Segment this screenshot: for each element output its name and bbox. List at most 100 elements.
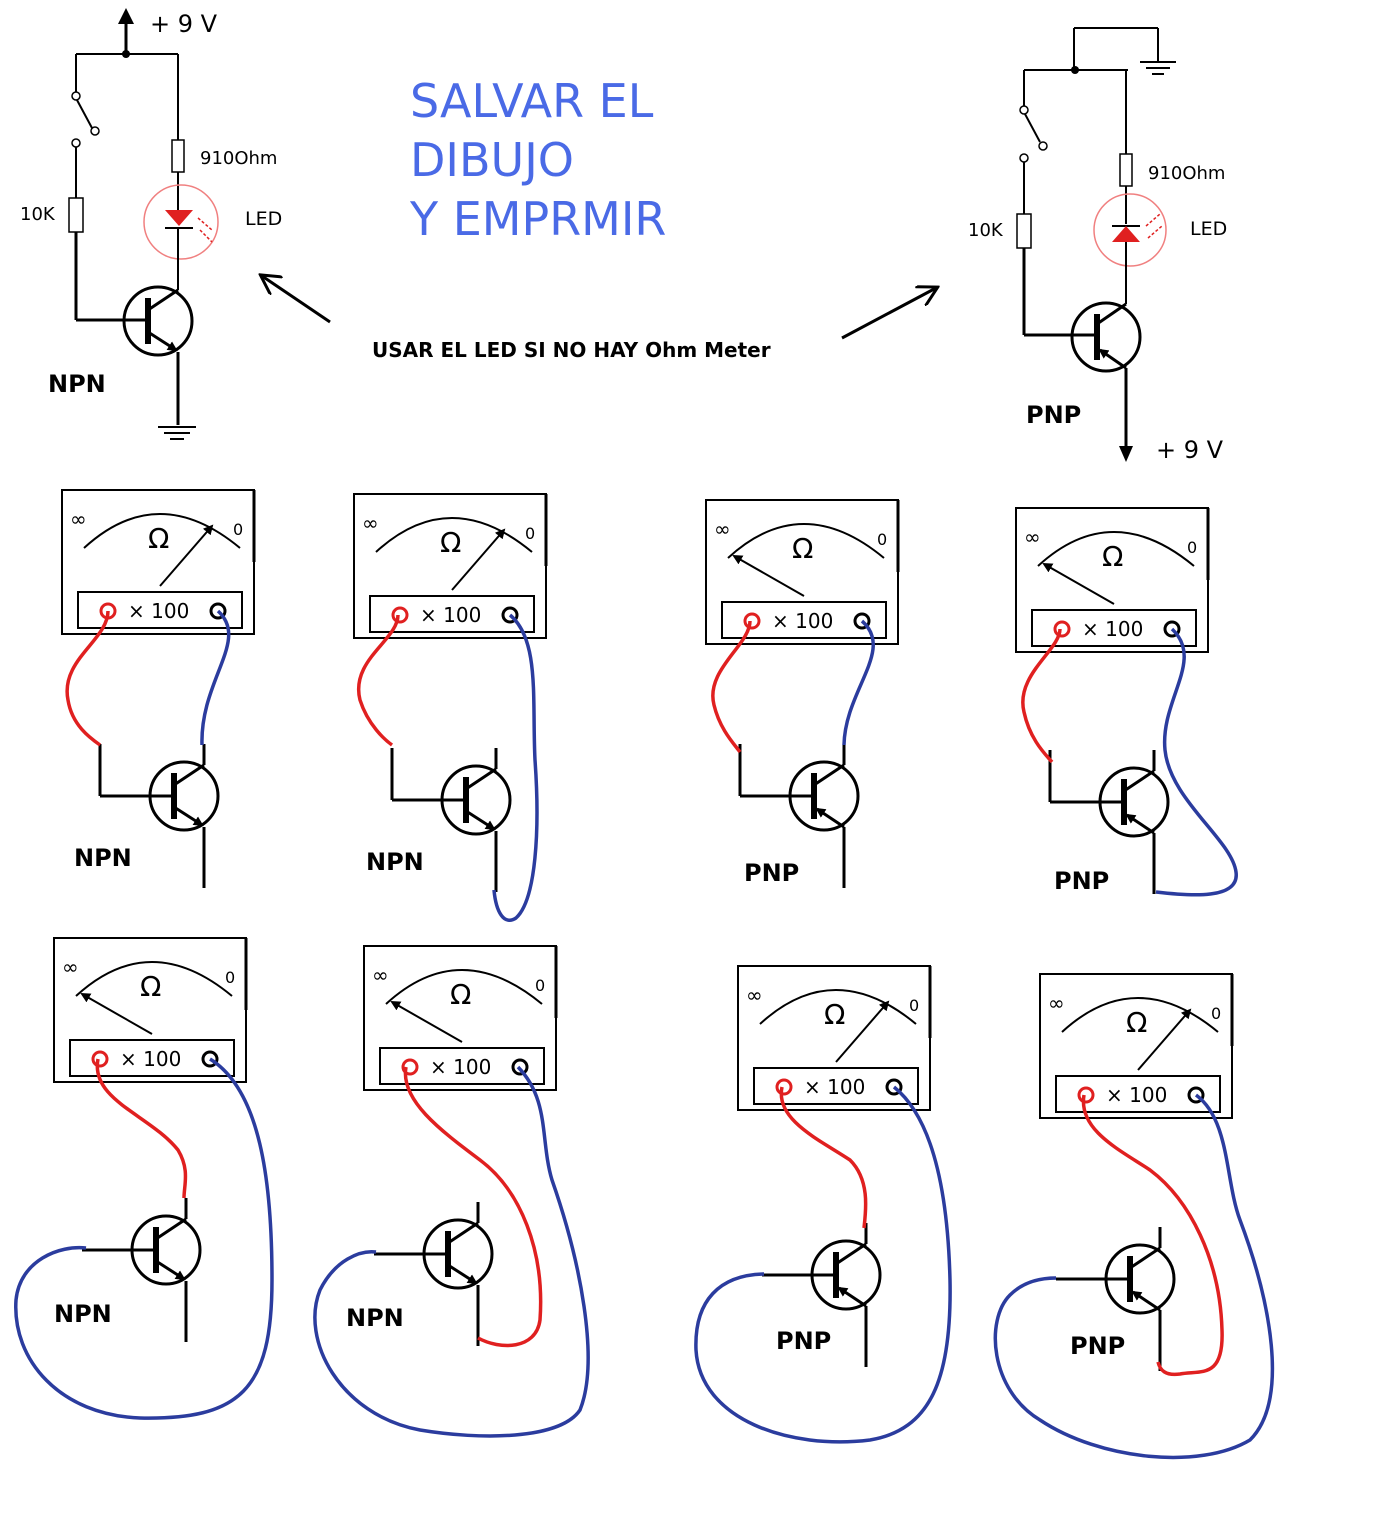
meter-terminal-black-icon: [501, 606, 519, 624]
note-arrow-right: [841, 288, 936, 340]
blue-test-lead: [1155, 627, 1238, 897]
meter-terminal-black-icon: [1187, 1086, 1205, 1104]
npn-supply-label: + 9 V: [150, 10, 218, 38]
meter-zero-mark: 0: [1211, 1004, 1221, 1023]
red-test-lead: [1081, 1094, 1224, 1377]
switch-icon: [71, 91, 81, 101]
npn-resistor-base-label: 10K: [20, 204, 56, 225]
meter-scale: [759, 989, 917, 1025]
pnp-led-circuit: 10K 910Ohm LED + 9 V PNP: [968, 27, 1227, 464]
npn-led-label: LED: [245, 208, 282, 230]
meter-range-label: × 100: [1106, 1083, 1167, 1107]
pnp-circuit-label: PNP: [1026, 401, 1081, 429]
meter-needle: [159, 524, 214, 587]
meter-infinity-mark: ∞: [372, 963, 389, 987]
meter-scale: [727, 523, 885, 559]
meter-infinity-mark: ∞: [362, 511, 379, 535]
meter-terminal-black-icon: [1163, 620, 1181, 638]
meter-needle: [80, 993, 153, 1035]
meter-zero-mark: 0: [535, 976, 545, 995]
usage-note: USAR EL LED SI NO HAY Ohm Meter: [372, 338, 771, 362]
meter-range-label: × 100: [1082, 617, 1143, 641]
resistor-910-icon: [171, 139, 185, 173]
red-test-lead: [1021, 628, 1062, 764]
red-test-lead: [779, 1086, 868, 1229]
meter-range-label: × 100: [430, 1055, 491, 1079]
ground-icon: [1073, 27, 1176, 75]
meter-infinity-mark: ∞: [1024, 525, 1041, 549]
pnp-resistor-base-label: 10K: [968, 220, 1004, 241]
meter-range-label: × 100: [128, 599, 189, 623]
meter-needle: [1042, 563, 1115, 605]
resistor-10k-icon: [68, 197, 84, 233]
meter-scale: [385, 969, 543, 1005]
meter-range-window: [753, 1067, 919, 1105]
meter-needle: [732, 555, 805, 597]
note-arrow-left: [262, 276, 331, 324]
meter-infinity-mark: ∞: [746, 983, 763, 1007]
title-line-1: SALVAR EL: [410, 74, 654, 128]
title-block: SALVAR EL DIBUJO Y EMPRMIR: [409, 74, 666, 246]
red-test-lead: [403, 1066, 543, 1348]
npn-led-circuit: + 9 V 10K 910Ohm LED: [20, 8, 282, 440]
meter-range-label: × 100: [772, 609, 833, 633]
blue-test-lead: [993, 1093, 1275, 1460]
meter-range-window: [721, 601, 887, 639]
meter-terminal-red-icon: [401, 1058, 419, 1076]
supply-arrow-icon: [1119, 446, 1133, 462]
meter-terminal-black-icon: [201, 1050, 219, 1068]
meter-test-2-type-label: NPN: [366, 848, 424, 876]
red-test-lead: [711, 620, 752, 754]
meter-test-3-type-label: PNP: [744, 859, 799, 887]
meter-needle: [1137, 1008, 1192, 1071]
blue-test-lead: [200, 609, 231, 746]
pnp-resistor-led-label: 910Ohm: [1148, 163, 1225, 184]
meter-terminal-red-icon: [91, 1050, 109, 1068]
blue-test-lead: [14, 1057, 274, 1420]
meter-terminal-black-icon: [853, 612, 871, 630]
meter-terminal-black-icon: [209, 602, 227, 620]
blue-test-lead: [694, 1085, 952, 1444]
meter-ohm-symbol: Ω: [440, 526, 461, 559]
meter-terminal-red-icon: [1053, 620, 1071, 638]
meter-test-8-type-label: PNP: [1070, 1332, 1125, 1360]
meter-zero-mark: 0: [233, 520, 243, 539]
meter-range-window: [379, 1047, 545, 1085]
meter-needle: [390, 1001, 463, 1043]
meter-ohm-symbol: Ω: [824, 998, 845, 1031]
meter-ohm-symbol: Ω: [148, 522, 169, 555]
meter-zero-mark: 0: [877, 530, 887, 549]
meter-test-4-type-label: PNP: [1054, 867, 1109, 895]
red-test-lead: [65, 610, 110, 747]
meter-zero-mark: 0: [909, 996, 919, 1015]
meter-test-7-type-label: PNP: [776, 1327, 831, 1355]
meter-terminal-red-icon: [743, 612, 761, 630]
meter-terminal-red-icon: [1077, 1086, 1095, 1104]
led-icon: [1093, 193, 1167, 267]
meter-infinity-mark: ∞: [714, 517, 731, 541]
meter-ohm-symbol: Ω: [1102, 540, 1123, 573]
meter-test-6-type-label: NPN: [346, 1304, 404, 1332]
meter-ohm-symbol: Ω: [1126, 1006, 1147, 1039]
meter-needle: [835, 1000, 890, 1063]
npn-resistor-led-label: 910Ohm: [200, 148, 277, 169]
meter-range-window: [1055, 1075, 1221, 1113]
pnp-transistor-icon: [1070, 301, 1142, 373]
meter-terminal-black-icon: [511, 1058, 529, 1076]
meter-zero-mark: 0: [525, 524, 535, 543]
pnp-led-label: LED: [1190, 218, 1227, 240]
ground-icon: [158, 426, 196, 440]
resistor-10k-icon: [1016, 213, 1032, 249]
meter-terminal-red-icon: [775, 1078, 793, 1096]
meter-range-window: [369, 595, 535, 633]
meter-test-5-type-label: NPN: [54, 1300, 112, 1328]
meter-infinity-mark: ∞: [62, 955, 79, 979]
meter-range-label: × 100: [804, 1075, 865, 1099]
